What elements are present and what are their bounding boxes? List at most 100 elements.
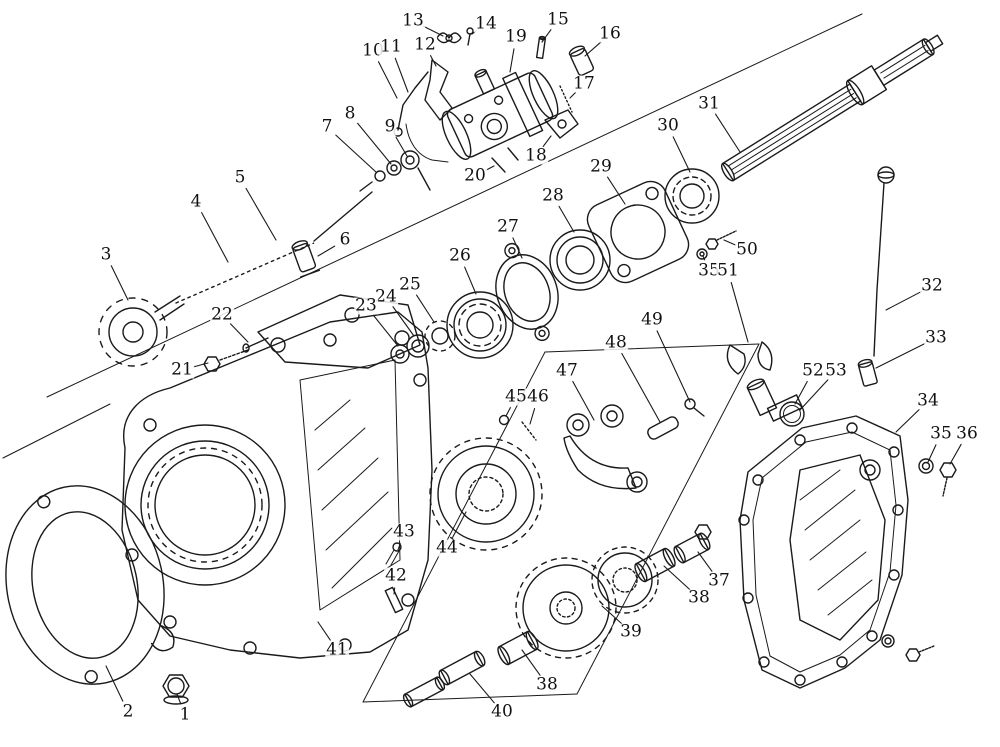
part-label-33: 33: [924, 327, 948, 348]
part-label-27: 27: [496, 216, 520, 237]
part-sleeve-33: [857, 358, 878, 387]
leader-line-46: [529, 407, 536, 425]
leader-line-1: [176, 693, 182, 705]
leader-line-34: [895, 408, 920, 433]
part-wingnut-13: [436, 32, 462, 44]
part-pinion-gear-3: [98, 295, 185, 367]
part-bushing-38a: [634, 547, 676, 583]
part-label-14: 14: [474, 13, 498, 34]
leader-line-9: [395, 136, 408, 157]
part-label-29: 29: [589, 156, 613, 177]
part-bolt-50: [696, 230, 737, 260]
leader-line-38: [663, 565, 691, 591]
part-label-43: 43: [392, 521, 416, 542]
leader-line-47: [572, 380, 595, 421]
part-plug-1: [162, 674, 190, 705]
leader-lines: [105, 25, 962, 705]
leader-line-35: [927, 444, 937, 463]
part-label-16: 16: [598, 23, 622, 44]
part-label-18: 18: [524, 145, 548, 166]
part-label-53: 53: [824, 360, 848, 381]
part-label-48: 48: [604, 332, 628, 353]
part-label-35: 35: [697, 260, 721, 281]
part-label-2: 2: [121, 701, 135, 722]
part-label-35: 35: [929, 423, 953, 444]
part-label-47: 47: [555, 360, 579, 381]
leader-line-38: [521, 649, 541, 676]
leader-line-15: [541, 29, 552, 43]
part-label-41: 41: [325, 639, 349, 660]
part-flange-29: [586, 180, 690, 284]
part-bearing-30: [664, 168, 720, 224]
part-label-11: 11: [379, 36, 403, 57]
part-spring-4-5: [175, 191, 373, 304]
leader-line-33: [875, 342, 926, 369]
part-label-24: 24: [374, 286, 398, 307]
part-label-36: 36: [955, 423, 979, 444]
part-pin-20: [491, 147, 519, 173]
part-label-6: 6: [338, 229, 352, 250]
leader-line-22: [229, 323, 249, 343]
part-label-39: 39: [619, 621, 643, 642]
leader-line-6: [317, 245, 336, 257]
part-label-40: 40: [490, 701, 514, 722]
part-spring-screw-17: [559, 85, 573, 113]
leader-line-12: [430, 55, 437, 67]
part-label-5: 5: [233, 167, 247, 188]
leader-line-52: [794, 380, 808, 405]
part-label-23: 23: [354, 295, 378, 316]
part-label-22: 22: [210, 304, 234, 325]
part-label-17: 17: [572, 73, 596, 94]
leader-line-53: [799, 379, 829, 411]
part-label-13: 13: [401, 10, 425, 31]
part-shaft-31: [721, 34, 944, 182]
part-pin-15: [535, 35, 547, 60]
part-label-8: 8: [343, 103, 357, 124]
leader-line-13: [423, 25, 444, 37]
part-washers-7-8-9: [359, 150, 431, 192]
leader-line-40: [469, 673, 495, 704]
part-gasket-2: [5, 485, 175, 685]
leader-line-29: [606, 176, 626, 205]
leader-line-37: [697, 551, 713, 572]
part-label-44: 44: [435, 537, 459, 558]
part-rollers-40: [402, 650, 486, 708]
part-dipstick-32: [873, 166, 895, 357]
part-bushing-38b: [497, 630, 539, 666]
leader-line-17: [569, 91, 577, 99]
leader-line-51: [730, 282, 749, 343]
part-bearing-26: [446, 291, 514, 359]
part-label-20: 20: [463, 165, 487, 186]
part-label-42: 42: [384, 565, 408, 586]
part-washer-35: [918, 458, 934, 474]
part-gear-44: [429, 437, 543, 551]
part-seal-28: [549, 229, 611, 291]
leader-line-20: [485, 165, 495, 171]
part-bolt-36: [939, 462, 957, 497]
part-bracket-18: [544, 109, 579, 139]
leader-line-10: [377, 61, 398, 99]
part-label-7: 7: [320, 116, 334, 137]
part-label-15: 15: [546, 9, 570, 30]
leader-line-31: [714, 113, 741, 153]
leader-line-5: [245, 187, 277, 241]
leader-line-24: [392, 306, 415, 337]
part-label-3: 3: [99, 244, 113, 265]
leader-line-4: [201, 212, 229, 263]
part-label-49: 49: [640, 309, 664, 330]
part-bushing-37: [673, 524, 712, 564]
part-label-10: 10: [361, 40, 385, 61]
leader-line-26: [464, 266, 477, 295]
part-label-51: 51: [716, 260, 740, 281]
part-label-4: 4: [189, 191, 203, 212]
leader-line-16: [584, 41, 602, 57]
part-label-28: 28: [541, 185, 565, 206]
part-washer-bolt-lower-right: [881, 634, 935, 662]
leader-line-41: [317, 621, 331, 641]
part-breather-6: [291, 240, 321, 278]
part-ring-52-53: [779, 401, 805, 427]
part-pin-14: [466, 27, 474, 46]
leader-line-19: [509, 48, 515, 73]
